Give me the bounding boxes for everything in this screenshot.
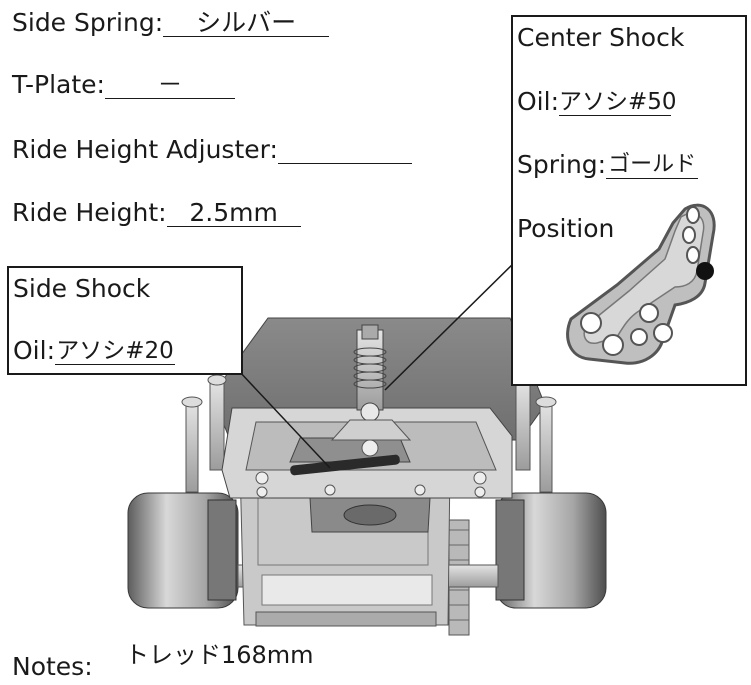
side-spring-label: Side Spring: <box>12 8 164 37</box>
center-shock <box>353 324 387 422</box>
right-wheel <box>495 492 607 609</box>
notes-label: Notes: <box>12 652 93 681</box>
side-shock-oil-value: アソシ#20 <box>55 338 175 365</box>
shock-position-marker <box>696 262 714 280</box>
ride-height-field: Ride Height:2.5mm <box>12 198 301 228</box>
side-shock-box: Side Shock Oil:アソシ#20 <box>7 266 243 375</box>
center-shock-spring-row: Spring:ゴールド <box>517 150 699 180</box>
center-shock-position-label: Position <box>517 214 615 243</box>
side-shock-oil-row: Oil:アソシ#20 <box>13 336 175 366</box>
ride-height-label: Ride Height: <box>12 198 167 227</box>
t-plate-field: T-Plate:－ <box>12 70 235 100</box>
center-shock-spring-value: ゴールド <box>606 152 699 179</box>
ride-height-adjuster-value <box>277 135 412 164</box>
ride-height-adjuster-field: Ride Height Adjuster: <box>12 135 412 165</box>
side-shock-link <box>290 454 400 476</box>
ride-height-value: 2.5mm <box>166 198 301 227</box>
center-shock-oil-label: Oil: <box>517 87 559 116</box>
center-shock-oil-value: アソシ#50 <box>559 89 677 116</box>
side-spring-field: Side Spring:シルバー <box>12 8 330 38</box>
center-shock-callout-line <box>384 256 521 391</box>
left-wheel <box>127 492 239 609</box>
t-plate-value: － <box>104 70 235 99</box>
center-shock-title: Center Shock <box>517 23 685 52</box>
shock-mount-bracket <box>566 203 716 365</box>
center-shock-box: Center Shock Oil:アソシ#50 Spring:ゴールド Posi… <box>511 15 747 386</box>
right-post <box>513 374 557 493</box>
side-shock-callout-line <box>237 369 331 469</box>
center-shock-position-row: Position <box>517 214 614 244</box>
center-shock-spring-label: Spring: <box>517 150 607 179</box>
side-shock-title: Side Shock <box>13 274 151 303</box>
ride-height-adjuster-label: Ride Height Adjuster: <box>12 135 278 164</box>
side-spring-value: シルバー <box>163 8 330 37</box>
side-shock-oil-label: Oil: <box>13 336 55 365</box>
t-plate-label: T-Plate: <box>12 70 105 99</box>
notes-value: トレッド168mm <box>125 641 314 669</box>
left-post <box>181 374 227 493</box>
center-shock-oil-row: Oil:アソシ#50 <box>517 87 677 117</box>
